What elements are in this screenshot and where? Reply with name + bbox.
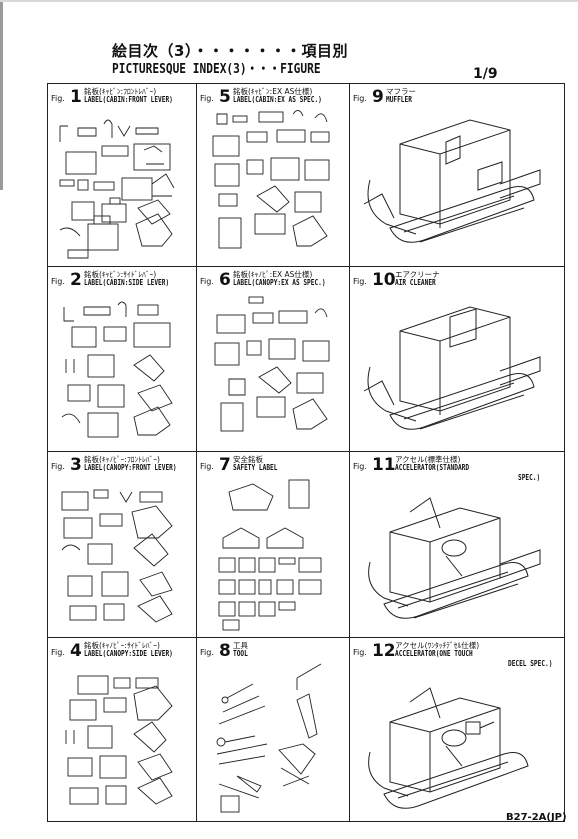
figure-cell-11[interactable]: Fig. 11 アクセル(標準仕様) ACCELERATOR(STANDARD …	[349, 451, 565, 638]
figure-title-jp: 銘板(ｷｬﾉﾋﾟｰ:ｻｲﾄﾞﾚﾊﾞｰ)	[84, 641, 160, 650]
index-title-en: PICTURESQUE INDEX(3)・・・FIGURE	[112, 62, 321, 77]
figure-title-en: ACCELERATOR(STANDARD	[395, 463, 470, 472]
figure-number: 5	[218, 87, 231, 107]
page-number: 1/9	[473, 66, 498, 82]
figure-cell-2[interactable]: Fig. 2 銘板(ｷｬﾋﾞﾝ:ｻｲﾄﾞﾚﾊﾞｰ) LABEL(CABIN:SI…	[47, 266, 197, 452]
figure-title-en: LABEL(CABIN:SIDE LEVER)	[84, 278, 170, 287]
figure-number: 3	[69, 455, 82, 475]
figure-title-jp: 銘板(ｷｬﾉﾋﾟ:EX AS仕様)	[233, 270, 313, 279]
figure-title-en: SAFETY LABEL	[233, 463, 278, 472]
figure-title-jp: 安全銘板	[233, 455, 263, 464]
excavator-illustration	[363, 306, 541, 430]
figure-title-en: LABEL(CANOPY:EX AS SPEC.)	[233, 278, 326, 287]
figure-caption: Fig. 11 アクセル(標準仕様) ACCELERATOR(STANDARD …	[353, 454, 540, 482]
figure-caption: Fig. 6 銘板(ｷｬﾉﾋﾟ:EX AS仕様) LABEL(CANOPY:EX…	[200, 269, 326, 290]
scan-top-edge	[0, 0, 578, 2]
figure-cell-3[interactable]: Fig. 3 銘板(ｷｬﾉﾋﾟｰ:ﾌﾛﾝﾄﾚﾊﾞｰ) LABEL(CANOPY:…	[47, 451, 197, 638]
excavator-illustration	[368, 497, 541, 619]
figure-title-en: TOOL	[233, 649, 248, 658]
figure-caption: Fig. 3 銘板(ｷｬﾉﾋﾟｰ:ﾌﾛﾝﾄﾚﾊﾞｰ) LABEL(CANOPY:…	[51, 454, 177, 475]
figure-title-en: LABEL(CABIN:EX AS SPEC.)	[233, 95, 322, 104]
figure-number: 1	[69, 87, 82, 107]
figure-cell-8[interactable]: Fig. 8 工具 TOOL	[196, 637, 350, 822]
figure-title-en: LABEL(CANOPY:FRONT LEVER)	[84, 463, 177, 472]
figure-cell-6[interactable]: Fig. 6 銘板(ｷｬﾉﾋﾟ:EX AS仕様) LABEL(CANOPY:EX…	[196, 266, 350, 452]
label-sheet-illustration	[65, 675, 173, 805]
figure-title-jp: エアクリーナ	[395, 270, 440, 279]
fig-prefix: Fig.	[51, 94, 65, 103]
figure-caption: Fig. 8 工具 TOOL	[200, 640, 248, 661]
figure-caption: Fig. 9 マフラー MUFFLER	[353, 86, 416, 107]
figure-number: 2	[69, 270, 82, 290]
figure-caption: Fig. 10 エアクリーナ AIR CLEANER	[353, 269, 440, 290]
excavator-illustration	[363, 119, 541, 243]
figure-title-jp: 銘板(ｷｬﾋﾞﾝ:ﾌﾛﾝﾄﾚﾊﾞｰ)	[84, 87, 157, 96]
fig-prefix: Fig.	[51, 462, 65, 471]
figure-title-en: AIR CLEANER	[395, 278, 436, 287]
figure-title-en: ACCELERATOR(ONE TOUCH	[395, 649, 473, 658]
figure-title-en-cont: DECEL SPEC.)	[508, 659, 553, 668]
figure-number: 4	[69, 641, 82, 661]
label-sheet-illustration	[61, 301, 173, 438]
figure-caption: Fig. 7 安全銘板 SAFETY LABEL	[200, 454, 277, 475]
fig-prefix: Fig.	[51, 277, 65, 286]
fig-prefix: Fig.	[200, 648, 214, 657]
figure-caption: Fig. 1 銘板(ｷｬﾋﾞﾝ:ﾌﾛﾝﾄﾚﾊﾞｰ) LABEL(CABIN:FR…	[51, 86, 173, 107]
figure-title-en: MUFFLER	[386, 95, 412, 104]
figure-cell-7[interactable]: Fig. 7 安全銘板 SAFETY LABEL	[196, 451, 350, 638]
figure-number: 11	[371, 455, 396, 475]
document-code: B27-2A(JP)	[506, 812, 567, 823]
label-sheet-illustration	[214, 296, 330, 432]
figure-caption: Fig. 5 銘板(ｷｬﾋﾞﾝ:EX AS仕様) LABEL(CABIN:EX …	[200, 86, 322, 107]
figure-title-jp: 工具	[233, 641, 248, 650]
fig-prefix: Fig.	[353, 94, 367, 103]
figure-title-jp: 銘板(ｷｬﾉﾋﾟｰ:ﾌﾛﾝﾄﾚﾊﾞｰ)	[84, 455, 160, 464]
figure-number: 9	[371, 87, 384, 107]
figure-title-jp: 銘板(ｷｬﾋﾞﾝ:ｻｲﾄﾞﾚﾊﾞｰ)	[84, 270, 157, 279]
figure-cell-1[interactable]: Fig. 1 銘板(ｷｬﾋﾞﾝ:ﾌﾛﾝﾄﾚﾊﾞｰ) LABEL(CABIN:FR…	[47, 83, 197, 267]
figure-number: 10	[371, 270, 396, 290]
figure-cell-12[interactable]: Fig. 12 アクセル(ﾜﾝﾀｯﾁﾃﾞｾﾙ仕様) ACCELERATOR(ON…	[349, 637, 565, 822]
scan-edge-mark	[0, 0, 3, 190]
figure-cell-4[interactable]: Fig. 4 銘板(ｷｬﾉﾋﾟｰ:ｻｲﾄﾞﾚﾊﾞｰ) LABEL(CANOPY:…	[47, 637, 197, 822]
fig-prefix: Fig.	[353, 277, 367, 286]
label-sheet-illustration	[61, 489, 173, 623]
fig-prefix: Fig.	[51, 648, 65, 657]
figure-title-en: LABEL(CANOPY:SIDE LEVER)	[84, 649, 173, 658]
figure-title-en: LABEL(CABIN:FRONT LEVER)	[84, 95, 173, 104]
tool-illustration	[216, 663, 322, 813]
figure-title-jp: マフラー	[386, 87, 416, 96]
figure-number: 12	[371, 641, 396, 661]
figure-number: 6	[218, 270, 231, 290]
figure-title-jp: アクセル(ﾜﾝﾀｯﾁﾃﾞｾﾙ仕様)	[395, 641, 480, 650]
figure-cell-5[interactable]: Fig. 5 銘板(ｷｬﾋﾞﾝ:EX AS仕様) LABEL(CABIN:EX …	[196, 83, 350, 267]
figure-caption: Fig. 12 アクセル(ﾜﾝﾀｯﾁﾃﾞｾﾙ仕様) ACCELERATOR(ON…	[353, 640, 552, 668]
fig-prefix: Fig.	[353, 462, 367, 471]
figure-number: 8	[218, 641, 231, 661]
figure-caption: Fig. 4 銘板(ｷｬﾉﾋﾟｰ:ｻｲﾄﾞﾚﾊﾞｰ) LABEL(CANOPY:…	[51, 640, 173, 661]
figure-caption: Fig. 2 銘板(ｷｬﾋﾞﾝ:ｻｲﾄﾞﾚﾊﾞｰ) LABEL(CABIN:SI…	[51, 269, 169, 290]
figure-title-jp: 銘板(ｷｬﾋﾞﾝ:EX AS仕様)	[233, 87, 313, 96]
index-title-jp: 絵目次（3）・・・・・・・項目別	[112, 42, 348, 60]
label-sheet-illustration	[212, 110, 330, 249]
excavator-illustration	[368, 687, 529, 809]
figure-number: 7	[218, 455, 231, 475]
figure-title-en-cont: SPEC.)	[518, 473, 541, 482]
figure-grid: Fig. 1 銘板(ｷｬﾋﾞﾝ:ﾌﾛﾝﾄﾚﾊﾞｰ) LABEL(CABIN:FR…	[47, 83, 565, 822]
figure-title-jp: アクセル(標準仕様)	[395, 455, 461, 464]
fig-prefix: Fig.	[353, 648, 367, 657]
safety-label-illustration	[218, 479, 322, 631]
fig-prefix: Fig.	[200, 94, 214, 103]
fig-prefix: Fig.	[200, 462, 214, 471]
figure-cell-9[interactable]: Fig. 9 マフラー MUFFLER	[349, 83, 565, 267]
fig-prefix: Fig.	[200, 277, 214, 286]
label-sheet-illustration	[59, 119, 175, 259]
figure-cell-10[interactable]: Fig. 10 エアクリーナ AIR CLEANER	[349, 266, 565, 452]
